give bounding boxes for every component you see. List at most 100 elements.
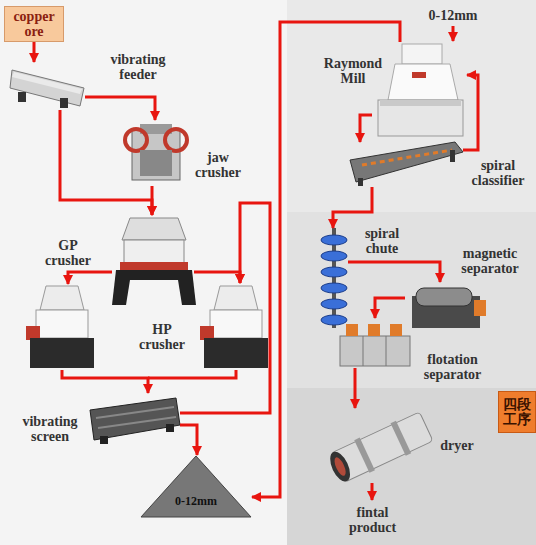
screen-leg	[100, 436, 108, 444]
node-label: GP crusher	[38, 238, 98, 268]
product-pile: 0-12mm	[140, 455, 252, 518]
flow-arrow	[180, 425, 197, 455]
dryer-ring	[354, 438, 375, 473]
gp-hopper	[122, 218, 186, 240]
hp-base	[30, 338, 94, 368]
classifier-node: spiral classifier	[348, 142, 463, 187]
screen-node: vibrating screen	[88, 393, 180, 443]
flow-arrow	[463, 75, 478, 150]
flow-arrow	[33, 42, 36, 62]
pile-triangle	[141, 456, 251, 517]
node-label: vibrating feeder	[98, 52, 178, 82]
magnetic-motor	[474, 300, 486, 316]
jaw-flywheel	[125, 129, 147, 151]
classifier-spiral	[362, 150, 452, 165]
node-label: jaw crusher	[188, 150, 248, 180]
chute-turn	[321, 315, 347, 325]
separator-node: flotation separator	[337, 318, 412, 368]
flow-wire	[194, 272, 240, 283]
crusher-node: GP crusher	[112, 215, 196, 307]
input-box: copper ore	[4, 6, 64, 42]
node-label: 0-12mm	[140, 494, 252, 509]
mill-top	[402, 44, 442, 64]
screen-deck	[98, 417, 176, 428]
feeder-trough	[10, 70, 84, 106]
flow-arrow	[62, 370, 148, 393]
screen-deck	[96, 407, 174, 418]
flow-arrow	[68, 272, 112, 284]
hp-crusher-art	[26, 286, 94, 368]
hp-cone	[40, 286, 84, 310]
node-label: HP crusher	[132, 322, 192, 352]
flow-arrow	[375, 298, 405, 318]
mill-node: Raymond Mill	[372, 42, 467, 138]
mill-base	[378, 100, 463, 136]
hp-motor	[26, 326, 40, 340]
flotation-motor	[368, 324, 380, 336]
hp-body	[36, 310, 88, 338]
dryer-ring	[391, 421, 412, 456]
chute-turn	[321, 283, 347, 293]
flotation-cell	[386, 336, 387, 366]
stage-tag: 四段 工序	[498, 391, 536, 433]
chute-node: spiral chute	[320, 228, 348, 328]
flow-arrow	[371, 483, 374, 500]
node-label: fintal product	[335, 500, 410, 540]
flotation-motor	[390, 324, 402, 336]
classifier-leg	[358, 178, 363, 186]
crusher-node: jaw crusher	[122, 120, 186, 186]
flotation-cell	[363, 336, 364, 366]
node-label: Raymond Mill	[318, 56, 388, 86]
gp-stand-gap	[126, 280, 182, 305]
mill-body	[388, 64, 458, 100]
size-label: 0-12mm	[418, 8, 488, 23]
node-label: 四段 工序	[499, 392, 535, 432]
chute-turn	[321, 235, 347, 245]
crusher-node: HP crusher	[22, 284, 102, 370]
dryer-fire	[332, 456, 348, 478]
flow-arrow	[333, 187, 372, 228]
gp-band	[120, 262, 188, 270]
chute-turn	[321, 299, 347, 309]
node-label: spiral chute	[352, 226, 412, 256]
node-label: copper ore	[5, 7, 63, 41]
dryer-art	[325, 410, 434, 486]
node-label: flotation separator	[410, 352, 495, 382]
flow-arrow	[60, 110, 152, 215]
node-label: dryer	[432, 438, 482, 453]
classifier-leg	[450, 150, 455, 162]
screen-body	[90, 398, 180, 440]
screen-leg	[166, 424, 174, 432]
feed-wire	[452, 26, 455, 41]
stage-band	[287, 388, 536, 545]
feeder-motor	[18, 92, 26, 102]
output-node: fintal product	[335, 500, 410, 540]
jaw-plate	[140, 150, 172, 176]
feeder-motor	[60, 98, 68, 108]
feeder-deck	[12, 72, 82, 94]
dryer-node: dryer	[330, 408, 430, 483]
flotation-motor	[346, 324, 358, 336]
flow-arrow	[348, 262, 440, 282]
mill-ring	[380, 100, 461, 106]
mill-badge	[412, 72, 426, 78]
gp-body	[124, 240, 184, 264]
jaw-body	[132, 130, 180, 180]
dryer-mouth	[326, 449, 354, 485]
node-label: vibrating screen	[12, 414, 88, 444]
flotation-tank	[340, 336, 410, 366]
stage-band	[287, 0, 536, 212]
flow-arrow	[151, 186, 154, 215]
flow-wire	[148, 370, 236, 378]
flow-arrow	[360, 115, 372, 142]
magnetic-drum	[416, 288, 472, 306]
stage-band	[287, 212, 536, 388]
node-label: magnetic separator	[445, 246, 535, 276]
jaw-flywheel	[165, 129, 187, 151]
flow-arrow	[85, 97, 155, 120]
chute-turn	[321, 251, 347, 261]
feeder-node: vibrating feeder	[10, 62, 85, 110]
